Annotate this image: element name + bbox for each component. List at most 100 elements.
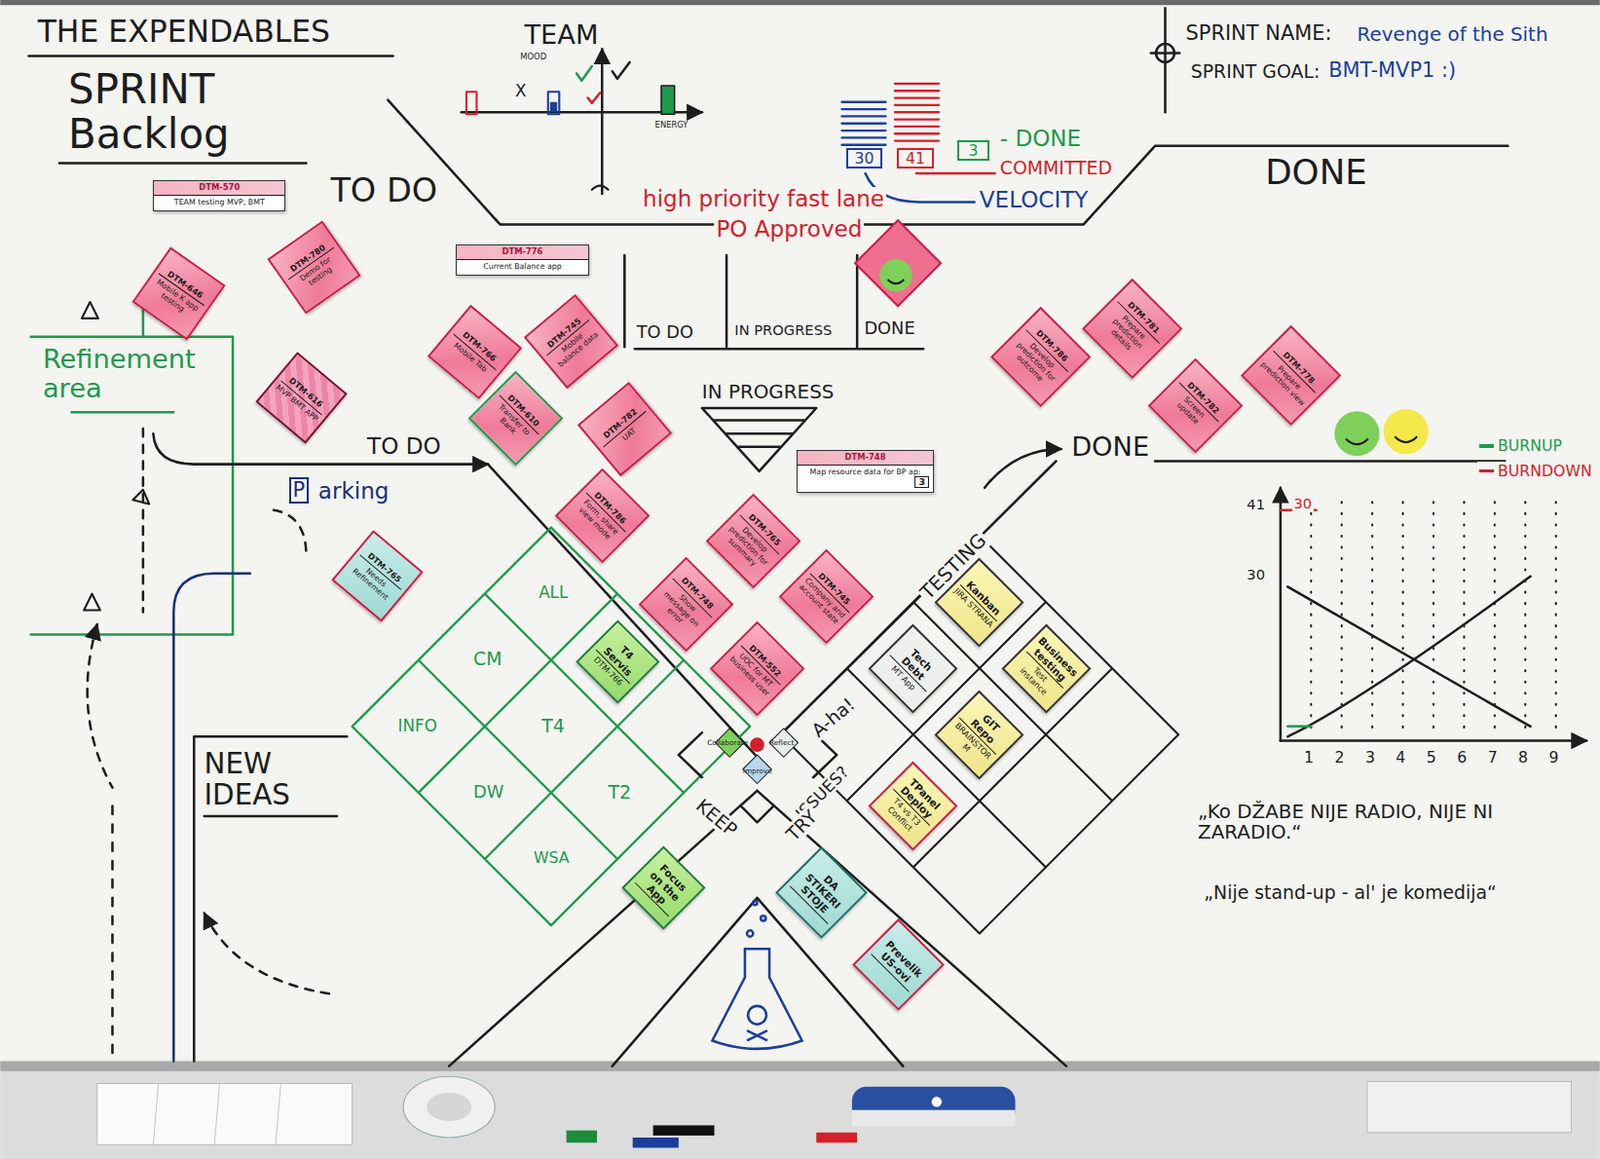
board-label: SPRINT NAME:: [1183, 22, 1334, 45]
board-label: SPRINT Backlog: [66, 67, 305, 157]
sticky-note: DTM-786Form, share view mode: [554, 467, 650, 563]
battery-low: [466, 91, 477, 114]
board-title: THE EXPENDABLES: [36, 14, 333, 49]
board-label: 9: [1547, 748, 1562, 766]
note-heading: DTM-776: [456, 245, 588, 261]
ticket-card: DTM-570TEAM testing MVP, BMT: [152, 180, 286, 212]
burndown-line: [1287, 586, 1530, 727]
dashed-path: [204, 913, 337, 996]
note-heading: DTM-570: [153, 181, 285, 196]
board-label: X: [513, 81, 528, 100]
sticky-note: DTM-616MVP BMT APP: [255, 351, 347, 444]
board-label: INFO: [396, 716, 440, 735]
note-body: Develop prediction for summary: [719, 517, 778, 575]
board-label: arking: [316, 479, 392, 504]
smiley: [1383, 409, 1429, 454]
sticky-note: Tech DebtMT App: [868, 623, 959, 713]
team-retro-grid: [352, 527, 751, 927]
improve-piece: [743, 754, 772, 783]
board-label: ENERGY: [653, 120, 691, 130]
tape-core: [426, 1092, 472, 1121]
board-label: 7: [1486, 748, 1500, 766]
keep-try-divider: [741, 806, 775, 823]
board-label: DONE: [1263, 152, 1370, 191]
title-underline: [29, 54, 394, 58]
sticky-note: DTM-765Needs Refinement: [331, 530, 423, 623]
note-heading: Prevelik US-ovi: [870, 935, 927, 992]
tape-roll: [403, 1076, 495, 1138]
bubble: [760, 915, 766, 921]
board-label: 5: [1424, 748, 1439, 766]
retro-lines-inner: [612, 897, 904, 1067]
board-label: 3: [957, 140, 991, 161]
board-label: 8: [1516, 748, 1530, 766]
board-label: IN PROGRESS: [700, 381, 837, 404]
battery-mid: [548, 91, 560, 114]
board-label: 30: [1244, 566, 1267, 583]
dashed-path: [111, 806, 114, 1062]
legend-swatch: [1479, 469, 1494, 473]
board-label: VELOCITY: [977, 187, 1091, 213]
note-heading: T4 Servis: [595, 631, 648, 683]
done-smileys: [1334, 409, 1428, 456]
board-label: 41: [896, 148, 934, 169]
chart-y-axis: [1279, 487, 1283, 742]
ticket-card: DTM-776Current Balance app: [455, 244, 589, 276]
sticky-note: DTM-778Prepare prediction view: [1240, 325, 1342, 427]
sticky-note: DTM-786Develop prediction for outcome: [990, 306, 1092, 409]
board-frame-bottom: [0, 1060, 1600, 1071]
check-mark: [612, 62, 631, 79]
sticky-note: DTM-782UAT: [577, 380, 672, 476]
retro-lines: [448, 790, 1067, 1067]
sticky-note: Business testingTest instance: [1001, 623, 1091, 713]
board-label: NEW IDEAS: [201, 747, 359, 812]
backlog-underline: [59, 161, 307, 165]
bubble: [752, 900, 757, 905]
flask: [711, 900, 802, 1049]
board-label: 4: [1393, 748, 1408, 766]
card-edges: [152, 1082, 281, 1145]
reflect-piece: [769, 728, 798, 757]
board-label: 2: [1332, 748, 1346, 766]
board-label: high priority fast lane: [640, 186, 887, 212]
note-heading: Focus on the App: [633, 856, 694, 917]
eraser-felt: [852, 1110, 1016, 1127]
battery-full: [661, 85, 675, 114]
battery-mid-fill: [550, 102, 558, 112]
legend-row: BURNUP: [1477, 436, 1564, 455]
board-label: SPRINT GOAL:: [1189, 61, 1323, 82]
sticky-note: DA STIKERI STOJE: [775, 846, 868, 939]
board-label: ALL: [536, 583, 570, 601]
board-label: T2: [605, 781, 633, 803]
check-mark: [576, 66, 593, 81]
skull: [747, 1005, 767, 1025]
chart-x-axis: [1280, 739, 1587, 743]
retro-center: [715, 728, 799, 784]
board-label: 6: [1454, 748, 1469, 766]
ticket-card: DTM-748Map resource data for BP ap:3: [796, 449, 934, 494]
mood-axis: [600, 48, 604, 194]
note-heading: Tech Debt: [890, 636, 945, 692]
sticky-note: DTM-552UOC for MT business user: [709, 620, 806, 716]
lane-divider-top: [387, 100, 1508, 225]
sticky-note: DTM-765Develop prediction for summary: [705, 492, 801, 589]
flask-outline: [711, 948, 802, 1049]
board-label: TO DO: [328, 173, 440, 210]
sticky-note: DTM-748Show message on error: [637, 556, 734, 652]
board-label: 30: [846, 148, 884, 169]
board-label: Reflect: [769, 739, 794, 747]
note-body: Current Balance app: [456, 261, 588, 271]
board-label: IN PROGRESS: [732, 322, 834, 338]
black-marker: [653, 1124, 715, 1135]
note-heading: DTM-748: [797, 450, 933, 466]
blue-marker: [632, 1137, 679, 1148]
board-label: 1: [1302, 748, 1316, 766]
marker-lines: [29, 7, 1588, 1066]
green-marker: [566, 1130, 597, 1144]
sticky-note: DTM-780Demo for testing: [267, 220, 362, 314]
red-marker: [816, 1132, 857, 1143]
sticky-note: DTM-646Mobile K app testing: [131, 247, 225, 341]
note-body: Map resource data for BP ap:: [797, 467, 933, 477]
bracket-left: [678, 732, 703, 778]
